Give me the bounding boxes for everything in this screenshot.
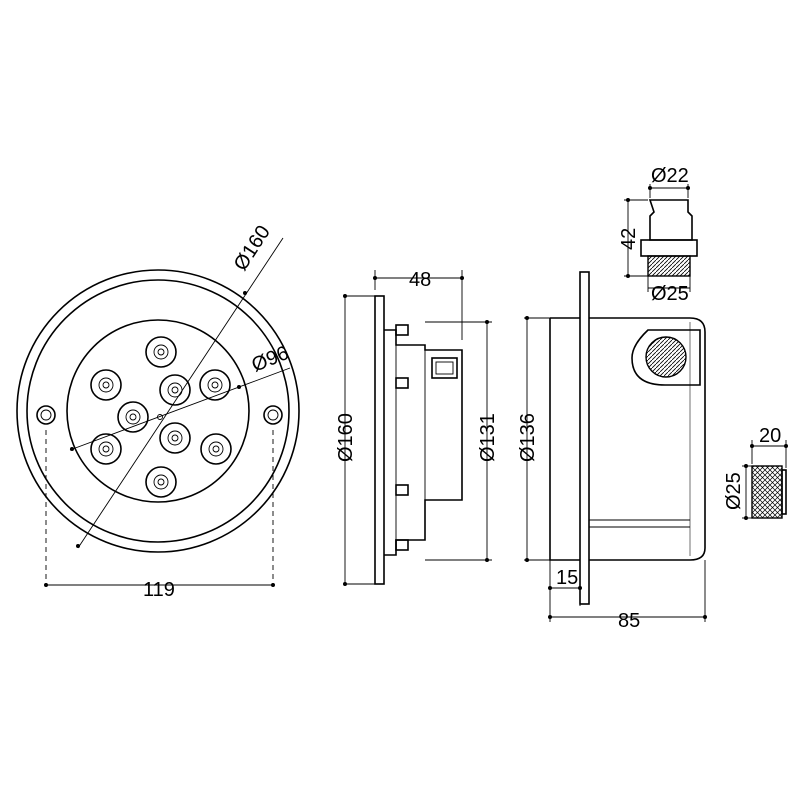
niche-view: Ø136 15 85: [517, 271, 707, 632]
dim-plug-thread: Ø25: [723, 472, 745, 510]
fixing-hole-left: [36, 405, 56, 425]
front-inner-rim: [26, 279, 290, 543]
dim-plug-length: 20: [759, 425, 781, 447]
connector-detail: Ø22 42 Ø25: [618, 165, 698, 305]
front-view: Ø160 Ø96 119: [16, 222, 300, 601]
led-array: [90, 336, 232, 498]
plug-detail: 20 Ø25: [723, 425, 788, 520]
side-view: 48 Ø160 Ø131: [335, 269, 499, 586]
niche-flange: [579, 271, 590, 605]
dia-160-leader: [77, 237, 284, 549]
dim-connector-height: 42: [618, 228, 640, 250]
dia-96-leader: [69, 367, 291, 451]
side-flange: [374, 295, 385, 585]
dim-niche-diameter: Ø136: [517, 413, 539, 462]
fixing-hole-right: [263, 405, 283, 425]
led: [145, 336, 177, 368]
led: [145, 466, 177, 498]
led: [117, 401, 149, 433]
led: [159, 374, 191, 406]
side-bolts: [395, 324, 409, 551]
dim-outer-diameter: Ø160: [230, 222, 275, 275]
dim-flange-thickness: 15: [556, 567, 578, 589]
dim-side-flange: Ø160: [335, 413, 357, 462]
front-outer-rim: [16, 269, 300, 553]
dim-hole-spacing: 119: [143, 579, 175, 601]
led: [199, 369, 231, 401]
niche-port: [631, 329, 701, 386]
dim-total-depth: 85: [618, 610, 640, 632]
side-connector: [431, 357, 458, 379]
dim-side-depth: 48: [409, 269, 431, 291]
led: [159, 422, 191, 454]
led: [200, 433, 232, 465]
front-lens-area: [66, 319, 250, 503]
dim-hose-diameter: Ø22: [651, 165, 689, 187]
dim-connector-thread: Ø25: [651, 283, 689, 305]
dim-inner-diameter: Ø96: [249, 342, 292, 377]
dim-side-body: Ø131: [477, 413, 499, 462]
led: [90, 433, 122, 465]
led: [90, 369, 122, 401]
